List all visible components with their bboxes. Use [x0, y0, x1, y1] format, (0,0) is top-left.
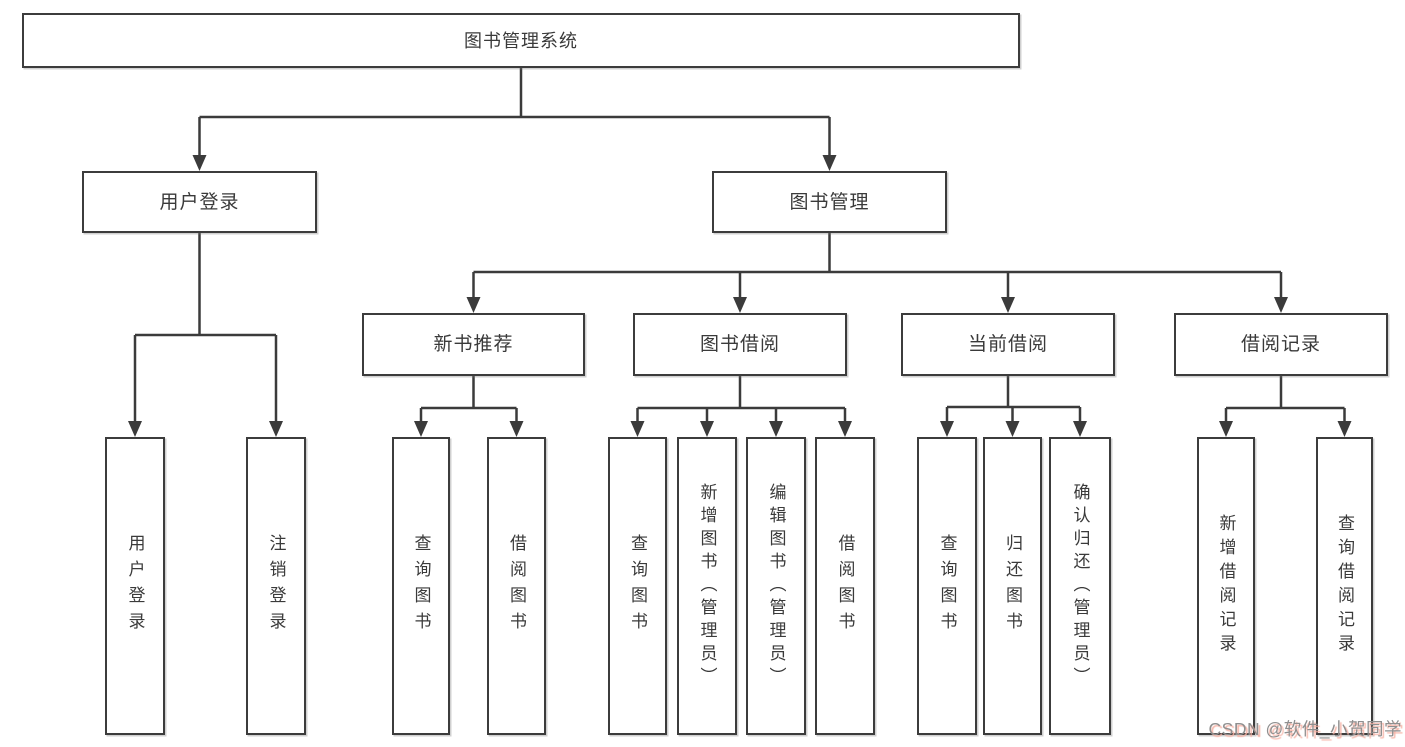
leaf-add-borrow-record: 新增借阅记录 — [1197, 437, 1255, 735]
node-new-book-recommendation: 新书推荐 — [362, 313, 585, 376]
node-library-management-system: 图书管理系统 — [22, 13, 1020, 68]
leaf-query-books-current: 查询图书 — [917, 437, 977, 735]
node-borrowing-records: 借阅记录 — [1174, 313, 1388, 376]
leaf-query-borrow-record: 查询借阅记录 — [1316, 437, 1373, 735]
leaf-edit-books-admin: 编辑图书（管理员） — [746, 437, 806, 735]
node-current-borrowing: 当前借阅 — [901, 313, 1115, 376]
leaf-add-books-admin: 新增图书（管理员） — [677, 437, 737, 735]
leaf-user-login: 用户登录 — [105, 437, 165, 735]
leaf-confirm-return-admin: 确认归还（管理员） — [1049, 437, 1111, 735]
leaf-return-books: 归还图书 — [983, 437, 1042, 735]
node-user-login: 用户登录 — [82, 171, 317, 233]
csdn-watermark: CSDN @软件_小贺同学 — [1208, 719, 1402, 739]
leaf-borrow-books: 借阅图书 — [815, 437, 875, 735]
arrowheads — [128, 155, 1352, 437]
leaf-logout: 注销登录 — [246, 437, 306, 735]
node-book-borrowing: 图书借阅 — [633, 313, 847, 376]
node-book-management: 图书管理 — [712, 171, 947, 233]
leaf-query-books-recommend: 查询图书 — [392, 437, 450, 735]
leaf-query-books-borrowing: 查询图书 — [608, 437, 667, 735]
leaf-borrow-books-recommend: 借阅图书 — [487, 437, 546, 735]
